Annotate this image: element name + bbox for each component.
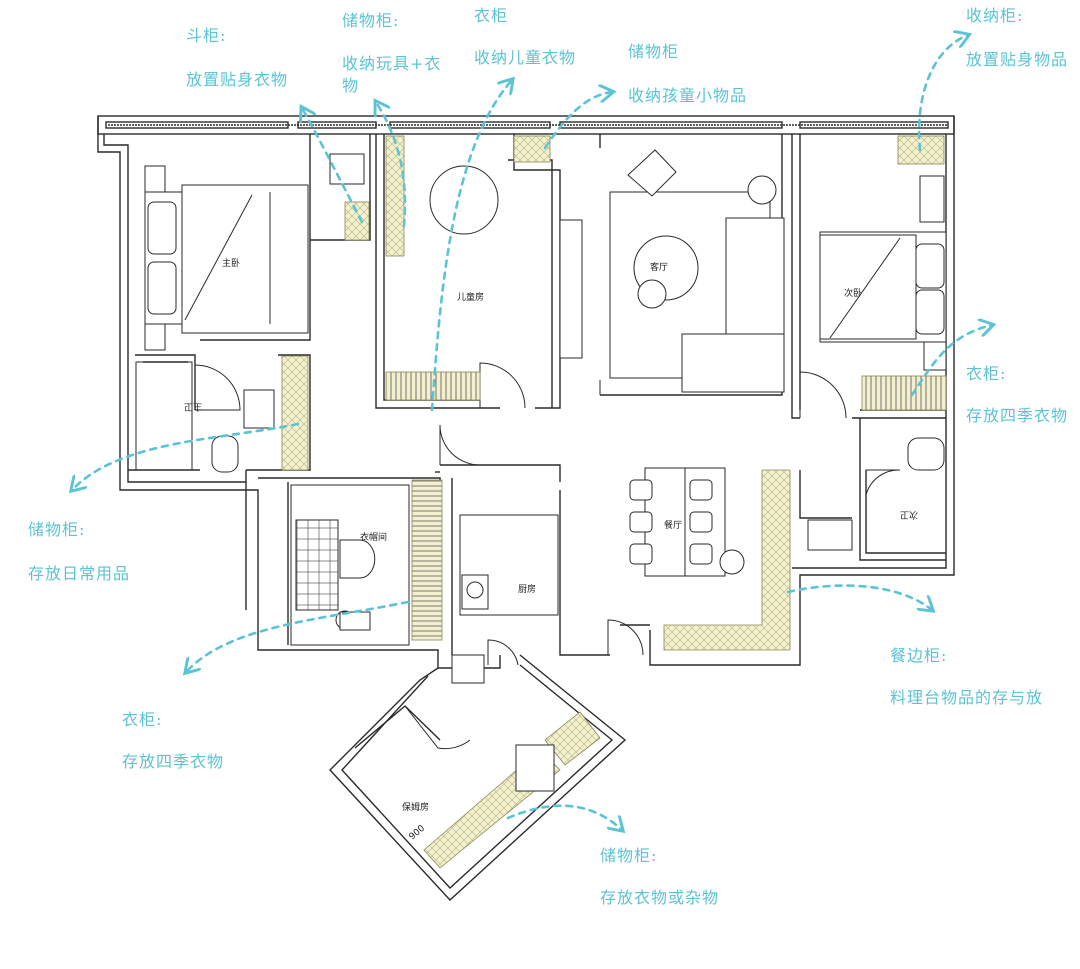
room-label-master-bath: 主卫 <box>184 401 202 413</box>
room-label-kids: 儿童房 <box>457 291 484 303</box>
annotation-sideboard-title: 餐边柜: <box>890 646 948 665</box>
room-label-nanny-dimension: 900 <box>408 823 428 842</box>
annotation-nanny-storage-title: 储物柜: <box>600 846 658 865</box>
leader-arrows <box>72 35 992 830</box>
annotation-toys-desc: 收纳玩具+衣 <box>342 54 442 73</box>
room-label-master: 主卧 <box>222 257 240 269</box>
annotation-small-items-title: 储物柜 <box>628 42 680 61</box>
annotation-kids-wardrobe-desc: 收纳儿童衣物 <box>474 48 577 67</box>
room-label-nanny: 保姆房 <box>402 801 429 813</box>
annotation-daily-storage-title: 储物柜: <box>28 520 86 539</box>
arrow-chuwugui-nanny <box>506 804 622 830</box>
room-label-second-bedroom: 次卧 <box>844 287 862 299</box>
annotation-nanny-storage-desc: 存放衣物或杂物 <box>600 888 720 907</box>
annotation-second-wardrobe-desc: 存放四季衣物 <box>966 406 1069 425</box>
arrow-yigui-second <box>910 325 992 397</box>
room-label-living: 客厅 <box>650 261 668 273</box>
annotation-daily-storage-desc: 存放日常用品 <box>28 564 131 583</box>
arrow-douchu <box>302 108 364 224</box>
annotation-kids-wardrobe-title: 衣柜 <box>474 6 509 25</box>
room-label-dining: 餐厅 <box>664 519 682 531</box>
arrow-yigui-kids <box>430 80 512 412</box>
annotation-sideboard-desc: 料理台物品的存与放 <box>890 688 1044 707</box>
annotation-toys-title: 储物柜: <box>342 11 400 30</box>
annotation-cloak-wardrobe-desc: 存放四季衣物 <box>122 752 225 771</box>
annotation-second-wardrobe-title: 衣柜: <box>966 364 1007 383</box>
furniture <box>135 149 947 792</box>
annotation-shounagui-desc: 放置贴身物品 <box>966 50 1069 69</box>
room-label-kitchen: 厨房 <box>518 583 536 595</box>
room-label-second-bath: 次卫 <box>900 509 918 521</box>
annotation-douchu-desc: 放置贴身衣物 <box>186 70 289 89</box>
annotation-douchu-title: 斗柜: <box>186 26 227 45</box>
annotation-shounagui-title: 收纳柜: <box>966 6 1024 25</box>
arrow-shounagui <box>917 35 968 152</box>
arrow-yigui-cloak <box>186 600 410 672</box>
annotation-toys-desc-2: 物 <box>342 76 360 95</box>
arrow-chuwugui-small <box>543 92 612 150</box>
doors <box>194 362 901 750</box>
arrow-chuwugui-toys <box>376 102 407 228</box>
room-label-cloakroom: 衣帽间 <box>360 531 387 543</box>
arrow-chuwugui-daily <box>72 422 300 490</box>
annotation-cloak-wardrobe-title: 衣柜: <box>122 710 163 729</box>
annotation-small-items-desc: 收纳孩童小物品 <box>628 86 748 105</box>
arrow-canbiangui <box>786 584 932 610</box>
